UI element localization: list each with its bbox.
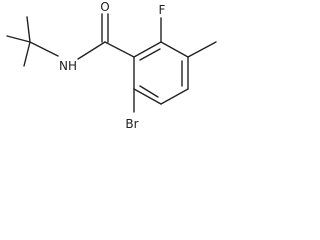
bond-tbutyl-methyl-bottom <box>23 41 31 67</box>
bond-ring-methyl <box>187 41 217 58</box>
bond-tbutyl-nitrogen <box>29 41 59 57</box>
ring-bond-2 <box>160 41 189 58</box>
atom-nitrogen-label: NH <box>59 59 77 73</box>
bond-nitrogen-carbonyl <box>77 41 106 60</box>
ring-bond-1 <box>133 41 162 58</box>
atom-oxygen-label: O <box>100 0 109 14</box>
structure-canvas: O NH F Br <box>0 0 250 137</box>
bond-tbutyl-methyl-left <box>6 35 31 43</box>
bond-carbonyl-ring <box>104 41 135 58</box>
ring-double-bond-c <box>139 85 159 98</box>
ring-bond-4 <box>160 88 189 105</box>
ring-bond-5 <box>133 88 162 105</box>
atom-fluorine-label: F <box>159 3 166 17</box>
ring-double-bond-a <box>139 48 161 61</box>
chemical-structure: O NH F Br <box>6 0 217 131</box>
atom-bromine-label: Br <box>125 117 138 131</box>
bond-tbutyl-methyl-top <box>26 16 31 43</box>
